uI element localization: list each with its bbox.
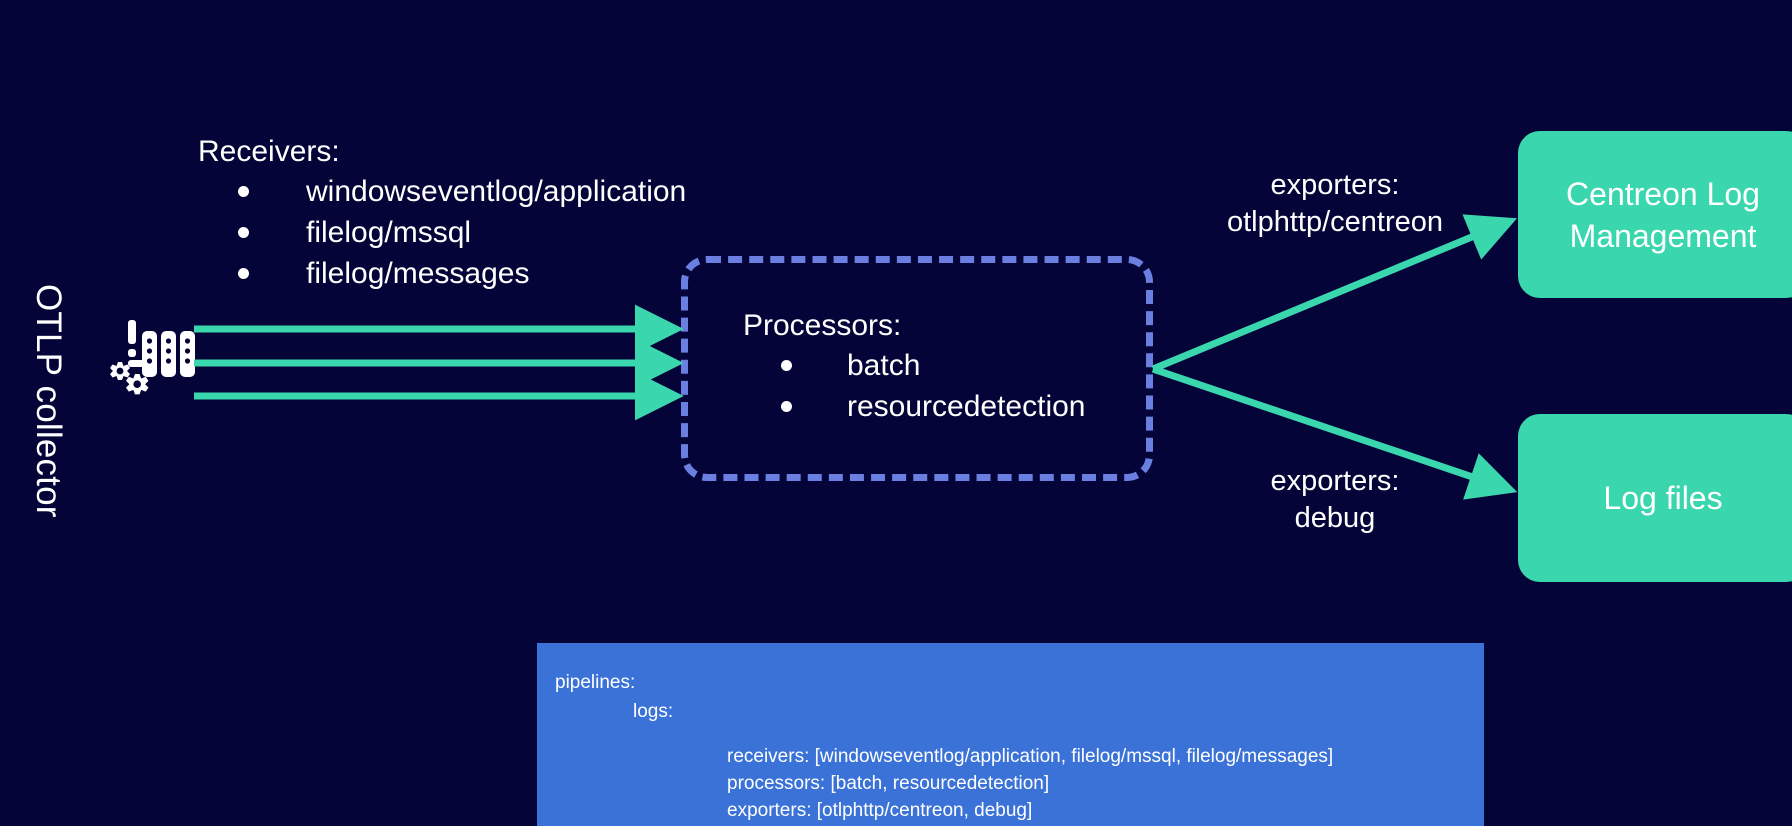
receivers-block: Receivers: windowseventlog/application f… xyxy=(198,133,686,294)
config-line-processors: processors: [batch, resourcedetection] xyxy=(727,773,1050,794)
processors-heading: Processors: xyxy=(743,309,902,342)
receivers-item: filelog/mssql xyxy=(198,212,686,253)
exporter-label-bottom-line2: debug xyxy=(1294,502,1376,534)
processors-block: Processors: batch resourcedetection xyxy=(743,307,1085,427)
otlp-collector-label: OTLP collector xyxy=(29,284,68,518)
config-line-logs: logs: xyxy=(633,701,674,722)
bullet-icon xyxy=(238,268,249,279)
receivers-item: filelog/messages xyxy=(198,253,686,294)
pipeline-config-panel: pipelines: logs: receivers: [windowseven… xyxy=(537,643,1484,826)
bullet-icon xyxy=(238,186,249,197)
exporter-label-bottom: exporters: debug xyxy=(1150,463,1520,537)
destination-centreon-log-management: Centreon Log Management xyxy=(1518,131,1792,298)
receivers-heading: Receivers: xyxy=(198,135,340,168)
processors-item-label: resourcedetection xyxy=(847,390,1086,423)
receiver-arrows xyxy=(194,304,684,421)
receivers-item: windowseventlog/application xyxy=(198,171,686,212)
server-rack-gear-icon xyxy=(108,318,200,396)
destination-log-files: Log files xyxy=(1518,414,1792,582)
bullet-icon xyxy=(781,360,792,371)
processors-item: batch xyxy=(743,345,1085,386)
processors-item: resourcedetection xyxy=(743,386,1085,427)
receivers-item-label: filelog/messages xyxy=(306,257,530,290)
exporter-label-top: exporters: otlphttp/centreon xyxy=(1150,167,1520,241)
exporter-label-bottom-line1: exporters: xyxy=(1270,465,1400,497)
exporter-label-top-line2: otlphttp/centreon xyxy=(1226,206,1444,238)
processors-container xyxy=(681,256,1153,481)
exporter-label-top-line1: exporters: xyxy=(1270,169,1400,201)
config-line-pipelines: pipelines: xyxy=(555,672,636,693)
config-line-receivers: receivers: [windowseventlog/application,… xyxy=(727,746,1334,767)
processors-item-label: batch xyxy=(847,349,921,382)
config-line-exporters: exporters: [otlphttp/centreon, debug] xyxy=(727,800,1033,821)
exporter-arrows xyxy=(1151,214,1518,500)
receivers-item-label: filelog/mssql xyxy=(306,216,472,249)
bullet-icon xyxy=(781,401,792,412)
bullet-icon xyxy=(238,227,249,238)
receivers-item-label: windowseventlog/application xyxy=(306,175,687,208)
